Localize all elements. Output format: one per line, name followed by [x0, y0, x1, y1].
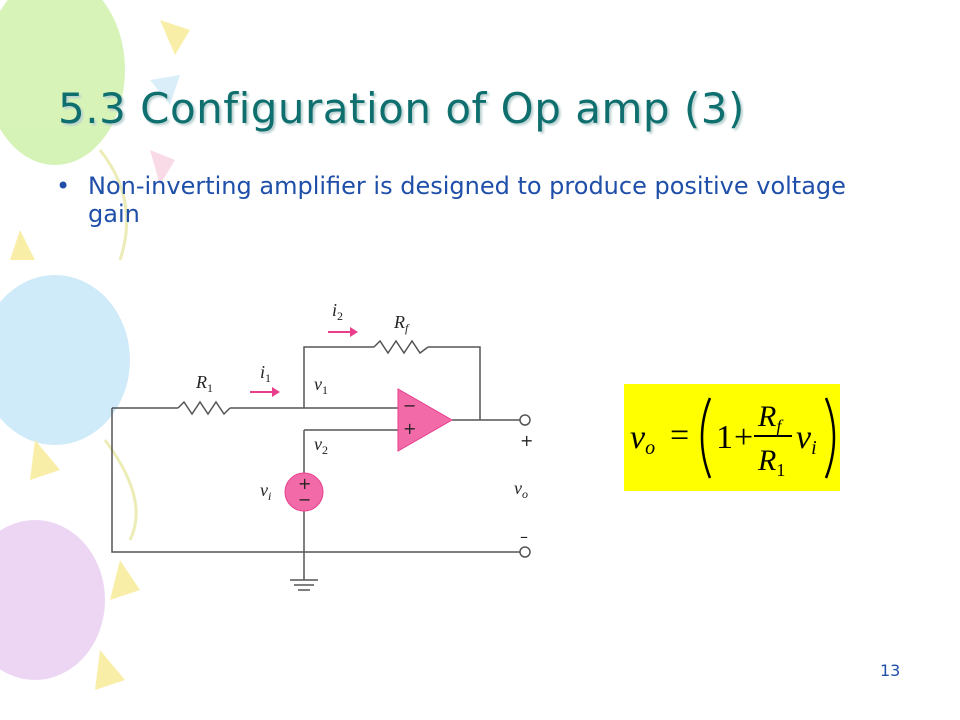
output-terminal-top — [519, 414, 531, 426]
label-i1: i1 — [260, 362, 271, 385]
confetti-shape — [150, 150, 175, 185]
formula-rhs: vi — [796, 419, 817, 459]
feedback-wire — [303, 346, 374, 408]
balloon-string — [103, 439, 138, 541]
label-r1: R1 — [195, 372, 213, 395]
output-minus-sign: – — [520, 527, 528, 546]
ground-symbol — [290, 579, 318, 591]
source-minus-sign: − — [298, 490, 311, 509]
feedback-wire-right — [428, 346, 481, 420]
gain-formula-box: vo = 1 + Rf R1 vi — [624, 384, 840, 491]
formula-one: 1 — [716, 419, 733, 456]
resistor-rf — [373, 339, 429, 355]
label-rf: Rf — [393, 312, 410, 335]
formula-equals: = — [670, 417, 689, 454]
blue-balloon — [0, 275, 130, 445]
opamp-minus-sign: − — [403, 396, 416, 415]
confetti-shape — [10, 230, 35, 260]
left-return-wire — [111, 408, 520, 553]
balloon-string — [98, 149, 129, 261]
gain-formula: vo = 1 + Rf R1 vi — [630, 397, 836, 480]
bullet-text: Non-inverting amplifier is designed to p… — [88, 172, 846, 228]
label-v1: v1 — [314, 374, 328, 397]
bullet-item: • Non-inverting amplifier is designed to… — [56, 172, 876, 228]
page-number: 13 — [880, 661, 901, 680]
confetti-shape — [95, 650, 125, 690]
label-v2: v2 — [314, 434, 328, 457]
formula-left-paren — [700, 397, 712, 479]
output-plus-sign: + — [520, 431, 533, 450]
voltage-source — [284, 472, 324, 512]
opamp-triangle — [397, 388, 454, 452]
label-vo: vo — [514, 478, 528, 501]
confetti-shape — [110, 560, 140, 600]
green-balloon — [0, 0, 125, 165]
current-arrow-i2-head — [350, 327, 358, 337]
formula-plus: + — [734, 419, 753, 456]
slide-title: 5.3 Configuration of Op amp (3) — [58, 84, 745, 133]
formula-lhs: vo — [630, 419, 655, 459]
formula-numerator: Rf — [757, 400, 784, 436]
confetti-shape — [30, 440, 60, 480]
formula-right-paren — [824, 397, 836, 479]
confetti-shape — [150, 75, 180, 105]
bullet-marker: • — [56, 172, 71, 200]
label-i2: i2 — [332, 300, 343, 323]
purple-balloon — [0, 520, 105, 680]
opamp-plus-sign: + — [403, 419, 416, 438]
resistor-r1 — [177, 400, 231, 416]
source-plus-sign: + — [298, 474, 311, 493]
output-terminal-bottom — [519, 546, 531, 558]
confetti-shape — [160, 20, 190, 55]
non-inverting-amplifier-circuit: i2 Rf R1 i1 v1 v2 vi vo − + + − + – — [111, 300, 533, 591]
label-vi: vi — [260, 480, 271, 503]
formula-denominator: R1 — [757, 444, 785, 480]
current-arrow-i1-head — [272, 387, 280, 397]
